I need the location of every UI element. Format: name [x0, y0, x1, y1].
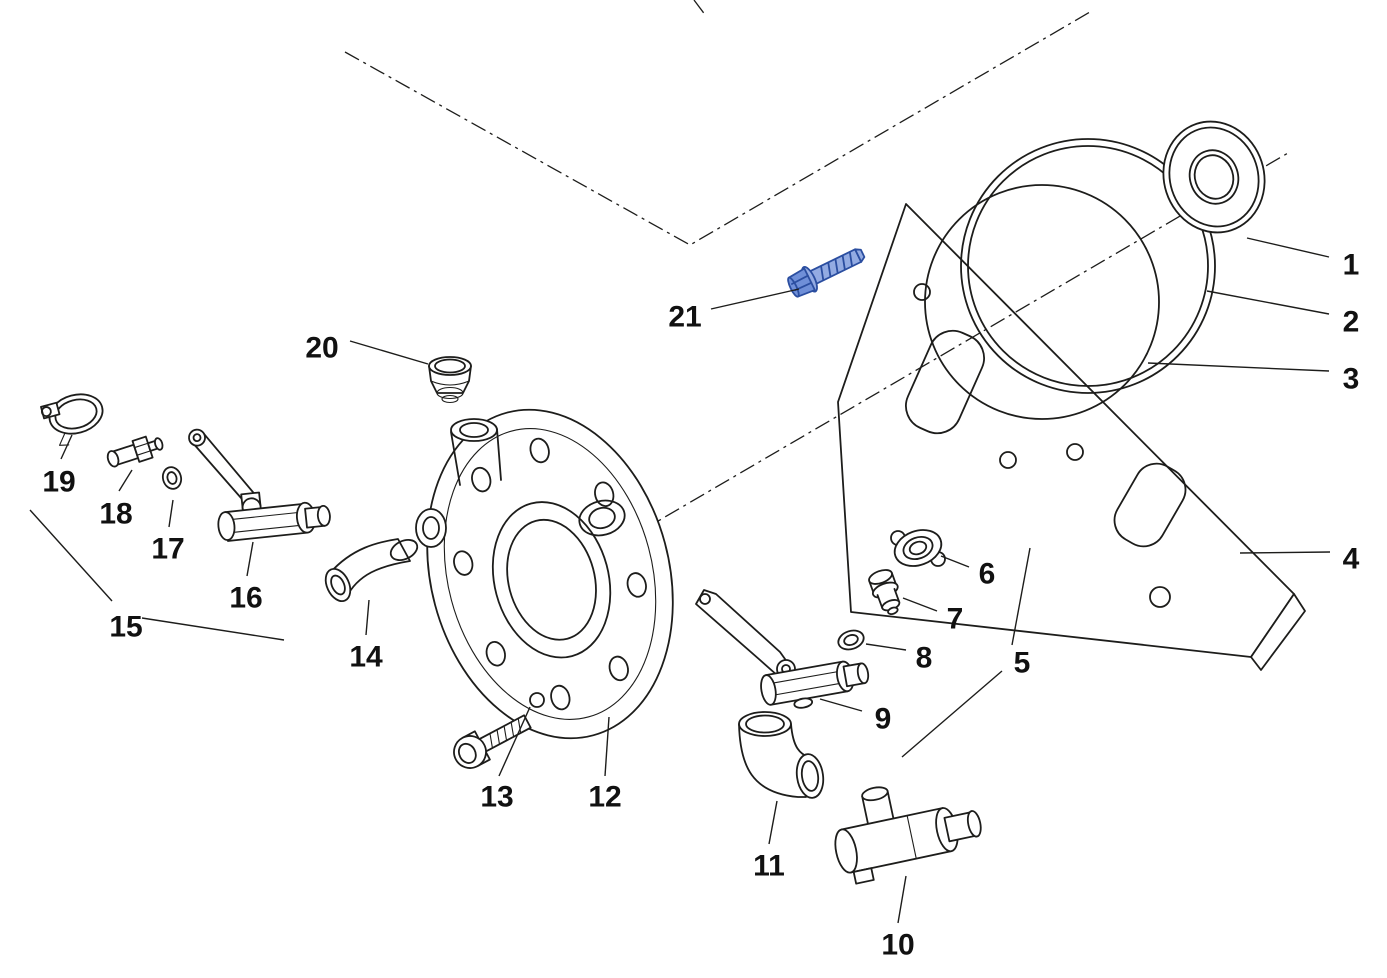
part-11-elbow-drawing: [738, 711, 825, 799]
part-label-10: 10: [881, 929, 914, 962]
part-8-washer-drawing: [837, 629, 865, 651]
leader-line-15-1: [29, 509, 113, 602]
part-1-seal-drawing: [1162, 120, 1266, 234]
part-6-nut-drawing: [890, 529, 946, 567]
part-16-valve-drawing: [188, 428, 331, 542]
leader-line-10: [897, 875, 907, 924]
leader-line-5-1: [1011, 547, 1031, 646]
part-label-11: 11: [753, 850, 785, 883]
leader-line-8: [865, 643, 907, 651]
part-label-1: 1: [1343, 249, 1360, 282]
construction-line-v: [344, 11, 1091, 246]
part-14-elbow-drawing: [324, 538, 419, 602]
part-label-5: 5: [1014, 647, 1031, 680]
leader-line-14: [365, 599, 370, 636]
part-label-19: 19: [42, 466, 75, 499]
leader-line-16: [246, 541, 254, 577]
part-label-9: 9: [875, 703, 892, 736]
part-label-17: 17: [151, 533, 184, 566]
part-7-plug-drawing: [868, 569, 901, 615]
leader-line-21: [710, 288, 800, 310]
part-label-3: 3: [1343, 363, 1360, 396]
part-9-valve-drawing: [695, 589, 870, 709]
leader-line-11: [768, 800, 778, 845]
part-label-18: 18: [99, 498, 132, 531]
part-4-bracket-drawing: [837, 203, 1306, 671]
leader-line-12: [604, 716, 610, 777]
part-label-8: 8: [916, 642, 933, 675]
part-label-12: 12: [588, 781, 621, 814]
part-label-13: 13: [480, 781, 513, 814]
leader-line-6: [940, 555, 970, 568]
part-2-oring-drawing: [960, 138, 1216, 394]
leader-line-3: [1147, 362, 1330, 372]
part-17-washer-drawing: [161, 466, 183, 490]
part-label-16: 16: [229, 582, 262, 615]
leader-line-17: [168, 499, 174, 528]
leader-line-9: [819, 698, 863, 712]
leader-line-1: [1246, 237, 1330, 258]
construction-lines: [344, 0, 1091, 246]
leader-line-7: [902, 597, 938, 612]
part-21-bolt-highlighted[interactable]: [785, 241, 869, 300]
part-label-20: 20: [305, 332, 338, 365]
part-label-7: 7: [947, 603, 964, 636]
part-18-fitting-drawing: [106, 435, 164, 468]
part-label-15: 15: [109, 611, 142, 644]
leader-line-15-2: [141, 617, 285, 641]
part-label-21: 21: [668, 301, 701, 334]
part-label-6: 6: [979, 558, 996, 591]
part-10-valve-body-drawing: [834, 786, 982, 885]
part-12-flange-drawing: [415, 408, 674, 740]
part-13-screw-drawing: [453, 714, 532, 769]
leader-line-19: [60, 434, 73, 460]
construction-line-top: [693, 0, 707, 17]
part-20-cap-drawing: [428, 356, 472, 404]
part-label-4: 4: [1343, 543, 1360, 576]
leader-line-4: [1239, 551, 1331, 554]
part-3-gasket-drawing: [924, 184, 1160, 420]
part-19-clamp-drawing: [40, 393, 104, 446]
part-label-2: 2: [1343, 306, 1360, 339]
leader-line-2: [1206, 290, 1330, 315]
leader-line-5-2: [901, 670, 1003, 758]
leader-line-20: [349, 340, 429, 365]
part-label-14: 14: [349, 641, 383, 674]
leader-line-13: [498, 706, 531, 777]
leader-line-18: [118, 469, 133, 492]
